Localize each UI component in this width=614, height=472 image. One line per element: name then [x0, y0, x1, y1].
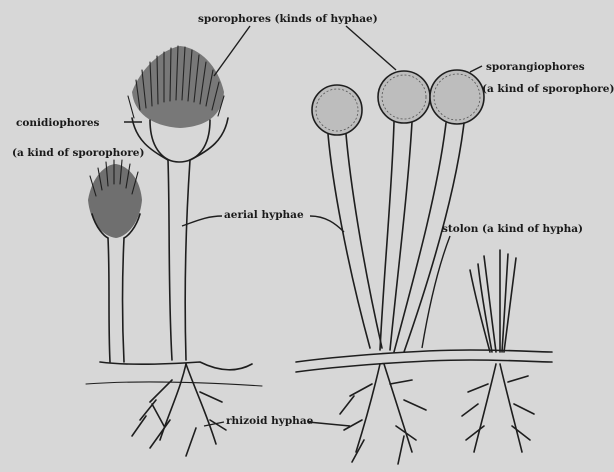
label-rhizoid-hyphae: rhizoid hyphae — [226, 415, 314, 427]
label-sporangiophores: sporangiophores — [486, 61, 585, 73]
left-ground-line — [86, 382, 262, 386]
left-rhizoids — [132, 364, 226, 456]
label-conidiophores: conidiophores — [16, 117, 100, 129]
sporangium-1 — [312, 85, 382, 348]
label-sporangiophores-sub: (a kind of sporophore) — [482, 83, 614, 95]
label-conidiophores-sub: (a kind of sporophore) — [12, 147, 144, 159]
label-stolon: stolon (a kind of hypha) — [442, 223, 583, 235]
label-sporophores: sporophores (kinds of hyphae) — [198, 13, 378, 25]
right-rhizoids — [462, 364, 534, 452]
middle-rhizoids — [340, 364, 426, 464]
young-sporangiophores — [470, 250, 516, 352]
short-conidiophore — [88, 160, 142, 362]
left-base-line — [100, 362, 252, 370]
tall-conidiophore — [128, 46, 228, 360]
label-aerial-hyphae: aerial hyphae — [224, 209, 304, 221]
sporangium-2 — [378, 71, 430, 350]
